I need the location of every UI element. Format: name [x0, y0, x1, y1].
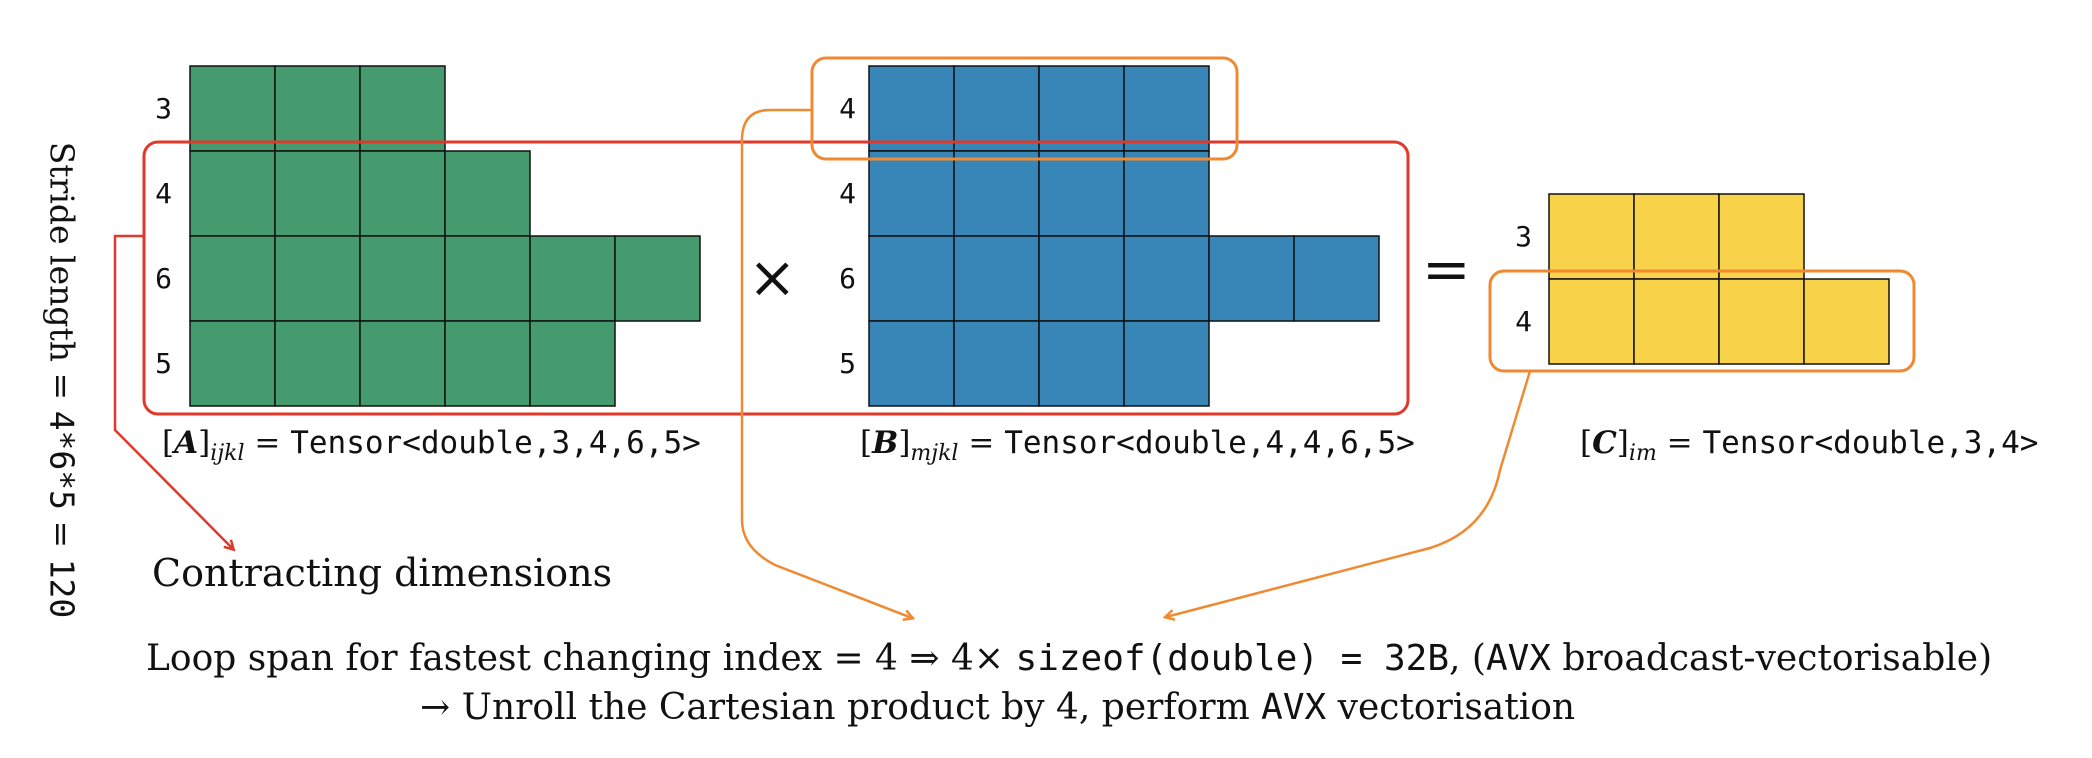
times-operator: × [748, 243, 797, 311]
contracting-dimensions-label: Contracting dimensions [152, 551, 613, 595]
tensor-a-row-label: 6 [155, 262, 172, 295]
tensor-b-cell [1123, 150, 1210, 237]
tensor-a-cell [189, 65, 276, 152]
tensor-b-type: Tensor<double,4,4,6,5> [1004, 425, 1415, 461]
loop-span-text: Loop span for fastest changing index = 4… [146, 638, 1005, 679]
tensor-b-cell [953, 235, 1040, 322]
tensor-b-row-label: 5 [839, 347, 856, 380]
tensor-c-indices: im [1628, 441, 1657, 467]
tensor-b-indices: mjkl [910, 441, 959, 467]
tensor-c-label: [C]im = Tensor<double,3,4> [1580, 425, 2039, 467]
tensor-a-cell [359, 235, 446, 322]
tensor-c-cell [1718, 278, 1805, 365]
tensor-c-type: Tensor<double,3,4> [1702, 425, 2039, 461]
tensor-a-cell [274, 235, 361, 322]
tensor-a-cell [614, 235, 701, 322]
tensor-a-cell [274, 320, 361, 407]
tensor-a-cell [359, 320, 446, 407]
tensor-a-row-label: 5 [155, 347, 172, 380]
tensor-c-cell [1803, 278, 1890, 365]
avx-code-2: AVX [1261, 687, 1327, 728]
tensor-a-cell [444, 235, 531, 322]
tensor-a-cell [189, 235, 276, 322]
tensor-b-cell [1038, 65, 1125, 152]
equals-operator: = [1422, 235, 1471, 303]
tensor-b-cell [868, 65, 955, 152]
tensor-a-name: A [174, 425, 199, 461]
stride-expression: 4*6*5 [42, 410, 82, 511]
sizeof-code: sizeof(double) = 32B [1015, 638, 1450, 679]
tensor-b-label: [B]mjkl = Tensor<double,4,4,6,5> [860, 425, 1415, 467]
tensor-a-type: Tensor<double,3,4,6,5> [290, 425, 701, 461]
tensor-a-cell [359, 150, 446, 237]
tensor-c-cell [1548, 193, 1635, 280]
stride-length-label: Stride length = 4*6*5 = 120 [43, 142, 82, 619]
stride-equals-2: = [42, 520, 82, 549]
tensor-b-row-label: 4 [839, 177, 856, 210]
tensor-a-cell [274, 150, 361, 237]
tensor-a-row-label: 3 [155, 92, 172, 125]
tensor-b-cell [868, 320, 955, 407]
loop-span-post: broadcast-vectorisable) [1550, 638, 1993, 679]
unroll-text: → Unroll the Cartesian product by 4, per… [420, 687, 1250, 728]
tensor-a-cell [274, 65, 361, 152]
tensor-a-cell [444, 150, 531, 237]
tensor-a-row-label: 4 [155, 177, 172, 210]
tensor-b-cell [1123, 235, 1210, 322]
tensor-c-row-label: 3 [1515, 220, 1532, 253]
tensor-c-cell [1718, 193, 1805, 280]
b-fastest-index-box [810, 56, 1239, 161]
tensor-b-equals: = [968, 425, 995, 461]
tensor-c-cell [1633, 278, 1720, 365]
tensor-b-cell [868, 150, 955, 237]
tensor-c-equals: = [1666, 425, 1693, 461]
tensor-b-row-label: 4 [839, 92, 856, 125]
tensor-c-row-label: 4 [1515, 305, 1532, 338]
tensor-a-label: [A]ijkl = Tensor<double,3,4,6,5> [162, 425, 701, 467]
tensor-b-cell [1123, 65, 1210, 152]
loop-span-line: Loop span for fastest changing index = 4… [146, 638, 1992, 679]
tensor-a-equals: = [254, 425, 281, 461]
tensor-b-cell [1208, 235, 1295, 322]
loop-span-mid: , ( [1449, 638, 1486, 679]
c-fastest-index-box [1488, 269, 1916, 373]
contracting-dimensions-box [142, 140, 1410, 416]
tensor-c-name: C [1592, 425, 1617, 461]
tensor-c-cell [1633, 193, 1720, 280]
tensor-b-name: B [872, 425, 899, 461]
tensor-b-cell [953, 320, 1040, 407]
tensor-a-cell [359, 65, 446, 152]
unroll-line: → Unroll the Cartesian product by 4, per… [420, 687, 1575, 728]
tensor-b-row-label: 6 [839, 262, 856, 295]
tensor-c-cell [1548, 278, 1635, 365]
tensor-b-cell [1123, 320, 1210, 407]
stride-equals: = [42, 372, 82, 401]
avx-code: AVX [1485, 638, 1551, 679]
tensor-b-cell [868, 235, 955, 322]
tensor-a-indices: ijkl [210, 441, 245, 467]
stride-length-text: Stride length [42, 141, 82, 363]
tensor-b-cell [953, 150, 1040, 237]
stride-value: 120 [42, 558, 82, 619]
tensor-a-cell [529, 320, 616, 407]
contracting-arrow [113, 234, 233, 549]
unroll-post: vectorisation [1337, 687, 1576, 728]
tensor-b-cell [1038, 320, 1125, 407]
tensor-a-cell [444, 320, 531, 407]
b-loop-span-arrow [740, 108, 912, 618]
tensor-a-cell [189, 150, 276, 237]
tensor-a-cell [189, 320, 276, 407]
c-loop-span-arrow [1166, 370, 1532, 617]
tensor-a-cell [529, 235, 616, 322]
tensor-b-cell [953, 65, 1040, 152]
tensor-b-cell [1293, 235, 1380, 322]
tensor-b-cell [1038, 235, 1125, 322]
tensor-b-cell [1038, 150, 1125, 237]
